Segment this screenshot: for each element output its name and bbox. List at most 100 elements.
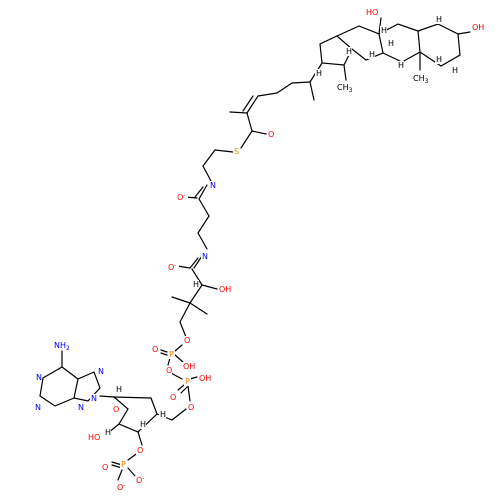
atom-label-bg bbox=[336, 83, 353, 92]
atom-label-ester-o-1: O bbox=[184, 336, 190, 345]
atom-label-bg bbox=[192, 280, 199, 289]
c20-methyl-bond bbox=[309, 81, 315, 101]
atom-label-bg bbox=[35, 373, 42, 382]
choh-cq-bond bbox=[189, 284, 203, 304]
atom-label-bg bbox=[176, 193, 188, 202]
atom-label-bg bbox=[368, 50, 375, 59]
atom-label-bg bbox=[151, 345, 158, 354]
atom-label-oh-side: OH bbox=[219, 285, 231, 294]
atom-label-h-mid-4: H bbox=[398, 61, 404, 70]
c23-c24-bond bbox=[257, 92, 278, 97]
c-ch2-bond bbox=[198, 198, 210, 217]
atom-label-bg bbox=[101, 463, 108, 472]
atom-label-h-mid-5: H bbox=[436, 55, 442, 64]
atom-label-sulfur: S bbox=[234, 147, 239, 156]
atom-label-bg bbox=[218, 285, 230, 294]
atom-label-oh-right: OH bbox=[472, 23, 484, 32]
choh-oh-bond bbox=[201, 284, 218, 290]
atom-label-bridge-o: O bbox=[166, 366, 172, 375]
bridge-o-p2 bbox=[170, 372, 183, 380]
atom-label-h-mid-1: H bbox=[388, 39, 394, 48]
cq-methyl-b bbox=[189, 302, 208, 315]
atom-label-ho-ribose: HO bbox=[88, 433, 100, 442]
atom-label-h-methyl-a: H bbox=[316, 69, 322, 78]
atom-label-h-mid-3: H bbox=[346, 47, 352, 56]
ch2-ch2-bond-2 bbox=[197, 215, 210, 234]
atom-label-bg bbox=[167, 263, 179, 272]
atom-label-h-mid-2: H bbox=[369, 50, 375, 59]
atom-label-bg bbox=[397, 61, 404, 70]
ring-c bbox=[336, 25, 384, 61]
c-o-minus-bond-2 bbox=[176, 265, 191, 269]
n-c-double bbox=[198, 184, 208, 200]
atom-label-bg bbox=[435, 55, 442, 64]
atom-label-ribose-o: O bbox=[113, 405, 119, 414]
atom-label-purine-n-3: N bbox=[78, 403, 84, 412]
atom-label-bg bbox=[115, 385, 122, 394]
p2-o-ester bbox=[187, 385, 191, 402]
atom-label-p2-oh: OH bbox=[199, 374, 211, 383]
atom-label-p2-o-double: O bbox=[170, 393, 176, 402]
atom-label-h-ribose-3: H bbox=[160, 410, 166, 419]
atom-label-h-side: H bbox=[193, 280, 199, 289]
atom-label-p3-o-minus-2: O- bbox=[117, 482, 125, 492]
c3-oh-bond bbox=[457, 31, 471, 35]
atom-label-bg bbox=[187, 403, 194, 412]
c24-c25-double bbox=[246, 95, 259, 114]
atom-label-purine-n-1: N bbox=[36, 373, 42, 382]
atom-label-bg bbox=[120, 460, 127, 469]
atom-label-bg bbox=[116, 483, 128, 492]
atom-label-bg bbox=[387, 39, 394, 48]
atom-label-p-3: P bbox=[121, 460, 126, 469]
atom-label-ring-oh-top: HO bbox=[366, 8, 378, 17]
c25-methyl-bond bbox=[229, 111, 248, 114]
atom-label-bg bbox=[267, 130, 274, 139]
atom-label-bg bbox=[435, 15, 442, 24]
c13-methyl-bond bbox=[343, 64, 347, 81]
c1-n9-bond bbox=[99, 395, 115, 398]
atom-label-bg bbox=[412, 74, 429, 83]
p3-o-minus-1 bbox=[127, 467, 136, 477]
atom-label-ch3-b: CH3 bbox=[413, 74, 429, 85]
atom-label-bg bbox=[451, 66, 458, 75]
atom-label-bg bbox=[104, 428, 111, 437]
atom-label-bg bbox=[135, 476, 147, 485]
atom-label-bg bbox=[34, 403, 41, 412]
c3-o-bond bbox=[137, 431, 143, 446]
atom-label-purine-n-4: N bbox=[98, 367, 104, 376]
bonds bbox=[39, 17, 471, 481]
atom-label-bg bbox=[139, 420, 146, 429]
p2-oh-bond bbox=[189, 376, 198, 380]
atom-label-bg bbox=[136, 446, 143, 455]
atom-label-bg bbox=[365, 8, 377, 17]
p1-oh-bond bbox=[174, 354, 184, 363]
p3-o-minus-2 bbox=[117, 469, 123, 481]
p2-o-double-2 bbox=[180, 386, 188, 394]
c20-c22-bond bbox=[291, 81, 311, 84]
ch2-ch2-bond bbox=[202, 149, 216, 167]
ring-b bbox=[378, 23, 421, 63]
imidazole-ring bbox=[73, 371, 101, 402]
atom-label-bg bbox=[315, 69, 322, 78]
atom-label-o-3p: O bbox=[137, 446, 143, 455]
n-c-double-3 bbox=[193, 255, 203, 269]
atom-label-ester-o-2: O bbox=[188, 403, 194, 412]
atom-label-bg bbox=[233, 147, 240, 156]
o-ch2-bond bbox=[171, 408, 187, 421]
atom-label-ch3-a: CH3 bbox=[337, 83, 353, 94]
atom-label-p3-o-double: O bbox=[102, 463, 108, 472]
atom-label-bg bbox=[169, 393, 176, 402]
atom-label-bg bbox=[209, 181, 216, 190]
atom-label-thioester-o: O bbox=[268, 130, 274, 139]
c26-s-bond bbox=[240, 130, 253, 149]
atom-label-h-top-2: H bbox=[436, 15, 442, 24]
p1-o-double bbox=[160, 349, 168, 353]
n-c-double-4 bbox=[189, 257, 199, 269]
atom-label-nh2: NH2 bbox=[54, 341, 70, 352]
atom-label-bg bbox=[380, 26, 387, 35]
carbonyl-bond bbox=[251, 130, 267, 135]
s-ch2-bond bbox=[214, 149, 234, 153]
atom-label-purine-n-2: N bbox=[35, 403, 41, 412]
